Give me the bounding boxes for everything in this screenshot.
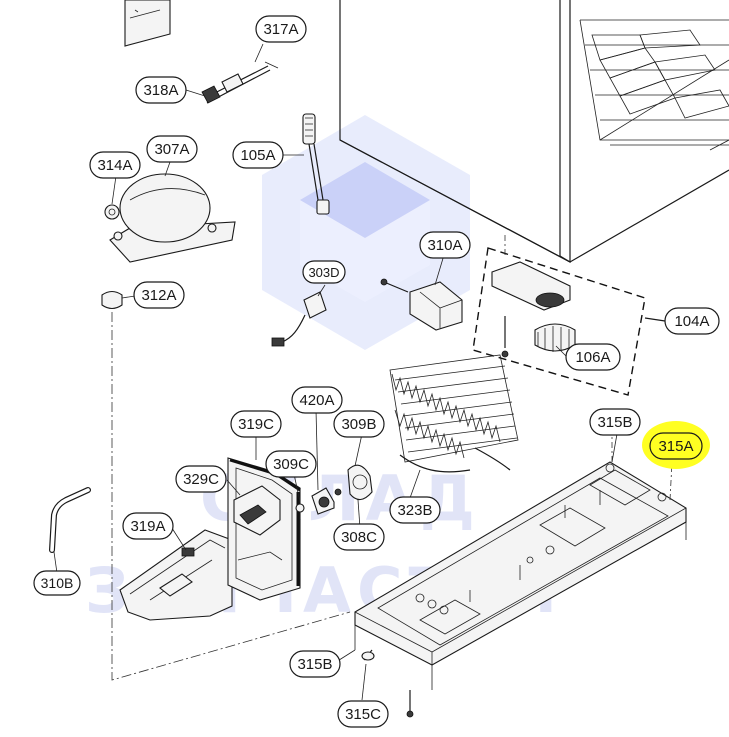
label-420A[interactable]: 420A	[291, 386, 343, 414]
svg-text:315B: 315B	[297, 656, 332, 673]
bracket-310A	[380, 278, 463, 331]
svg-text:106A: 106A	[575, 349, 610, 366]
svg-text:329C: 329C	[183, 471, 219, 488]
compressor-307A	[101, 173, 236, 310]
thermostat-303D	[271, 291, 327, 347]
label-317A[interactable]: 317A	[255, 15, 307, 43]
motor-309C-420A	[295, 487, 335, 515]
svg-text:312A: 312A	[141, 287, 176, 304]
label-318A[interactable]: 318A	[135, 76, 187, 104]
label-309B[interactable]: 309B	[333, 410, 385, 438]
svg-text:319C: 319C	[238, 416, 274, 433]
svg-text:318A: 318A	[143, 82, 178, 99]
label-329C[interactable]: 329C	[175, 465, 227, 493]
label-315B-top[interactable]: 315B	[589, 408, 641, 436]
svg-text:309C: 309C	[273, 456, 309, 473]
svg-text:420A: 420A	[299, 392, 334, 409]
label-308C[interactable]: 308C	[333, 523, 385, 551]
label-319C[interactable]: 319C	[230, 410, 282, 438]
svg-text:310B: 310B	[41, 575, 74, 591]
label-105A[interactable]: 105A	[232, 141, 284, 169]
svg-text:315C: 315C	[345, 706, 381, 723]
label-319A[interactable]: 319A	[122, 512, 174, 540]
sensor-317A-318A	[201, 61, 279, 104]
cover-319A	[119, 529, 233, 621]
tube-105A	[302, 113, 330, 215]
svg-text:104A: 104A	[674, 313, 709, 330]
base-plate-315A	[354, 461, 687, 718]
label-315A-highlighted[interactable]: 315A	[642, 421, 710, 469]
motor-308C-309B	[334, 464, 373, 501]
label-314A[interactable]: 314A	[89, 151, 141, 179]
svg-text:317A: 317A	[263, 21, 298, 38]
label-104A[interactable]: 104A	[664, 307, 720, 335]
label-303D[interactable]: 303D	[302, 260, 346, 284]
svg-text:309B: 309B	[341, 416, 376, 433]
label-310B[interactable]: 310B	[33, 570, 81, 596]
label-307A[interactable]: 307A	[146, 135, 198, 163]
frame-319C	[227, 457, 301, 601]
svg-text:323B: 323B	[397, 502, 432, 519]
svg-text:315B: 315B	[597, 414, 632, 431]
label-309C[interactable]: 309C	[265, 450, 317, 478]
label-315C[interactable]: 315C	[337, 700, 389, 728]
svg-text:315A: 315A	[658, 438, 693, 455]
bracket-fragment	[124, 0, 171, 47]
svg-text:303D: 303D	[308, 265, 339, 280]
label-312A[interactable]: 312A	[133, 281, 185, 309]
cabinet	[339, 0, 729, 263]
svg-text:105A: 105A	[240, 147, 275, 164]
leader-lines	[53, 43, 618, 701]
label-310A[interactable]: 310A	[419, 231, 471, 259]
svg-text:308C: 308C	[341, 529, 377, 546]
label-323B[interactable]: 323B	[389, 496, 441, 524]
label-315B-bottom[interactable]: 315B	[289, 650, 341, 678]
svg-text:319A: 319A	[130, 518, 165, 535]
svg-text:307A: 307A	[154, 141, 189, 158]
condenser-323B	[389, 354, 519, 473]
svg-text:314A: 314A	[97, 157, 132, 174]
label-106A[interactable]: 106A	[565, 343, 621, 371]
damper-104A	[472, 247, 666, 396]
rod-310B	[49, 487, 91, 553]
svg-text:310A: 310A	[427, 237, 462, 254]
